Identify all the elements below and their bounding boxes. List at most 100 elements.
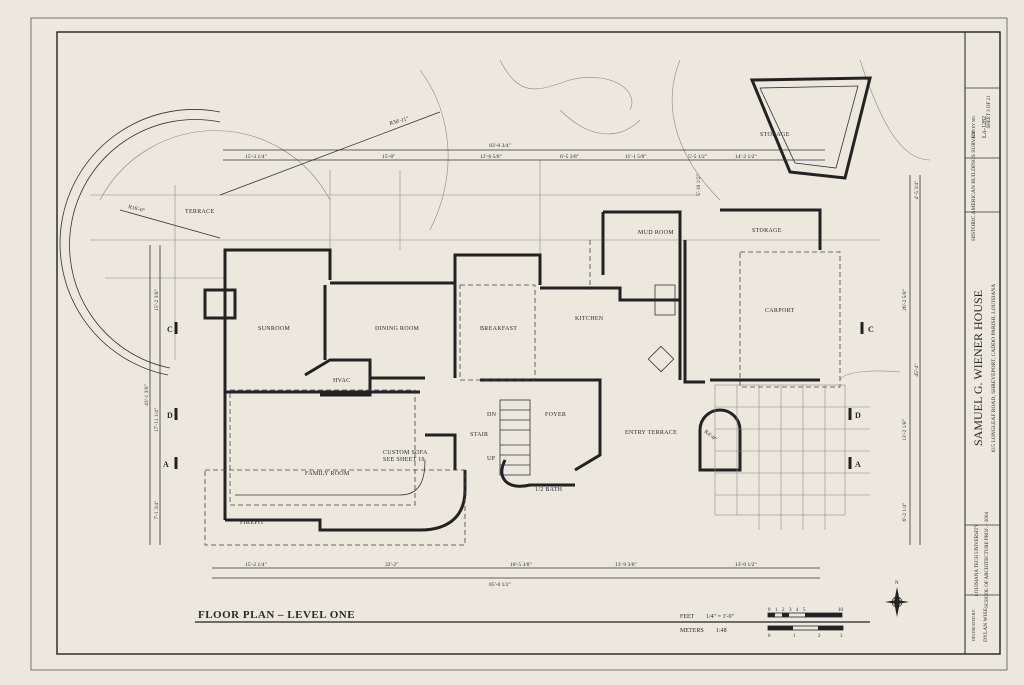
room-label-storage-carport: STORAGE — [752, 228, 782, 234]
mid-dimension: 5'-10 1/2" — [696, 174, 702, 196]
stair-up-label: UP — [487, 456, 496, 462]
top-dimension: 15'-3 1/4" — [245, 154, 267, 160]
kitchen-fixture — [647, 345, 675, 373]
stair — [499, 399, 531, 476]
planter — [698, 408, 742, 472]
meter-tick: 1 — [793, 634, 796, 639]
feet-scale-seg — [805, 613, 842, 617]
section-mark-a-left: A — [163, 460, 169, 469]
kitchen-north-wall — [540, 286, 680, 302]
terrace-curve-outer — [59, 109, 221, 376]
dashed-overheads — [204, 240, 841, 546]
left-dimension: 7'-1 3/4" — [154, 501, 160, 520]
top-dimension: 15'-8" — [382, 154, 395, 160]
room-label-entry-terrace: ENTRY TERRACE — [625, 430, 677, 436]
right-dimension: 4'-5 3/4" — [914, 181, 920, 200]
site-curve — [419, 69, 449, 231]
building-address: 615 LONGLEAF ROAD, SHREVEPORT, CADDO PAR… — [991, 284, 997, 453]
room-label-foyer: FOYER — [545, 412, 566, 418]
bottom-total-dimension: 85'-0 1/2" — [489, 582, 511, 588]
feet-scale-seg — [782, 613, 789, 617]
feet-scale-seg — [768, 613, 775, 617]
family-room-overhead — [229, 389, 416, 506]
titleblock-survey-no: LA-1282 — [982, 116, 988, 138]
section-mark-d-right: D — [855, 411, 861, 420]
room-label-half-bath: 1/2 BATH — [535, 487, 563, 493]
section-mark-a-right: A — [855, 460, 861, 469]
feet-tick: 5 — [803, 608, 806, 613]
right-total-dimension: 45'-4" — [914, 363, 920, 376]
dimension-lines — [119, 111, 921, 579]
drawing-title: FLOOR PLAN – LEVEL ONE — [198, 609, 355, 621]
room-label-kitchen: KITCHEN — [575, 316, 604, 322]
feet-tick: 10 — [838, 608, 844, 613]
room-label-stair: STAIR — [470, 432, 488, 438]
bath-wall — [500, 459, 575, 488]
right-dimension: 13'-2 1/8" — [902, 419, 908, 441]
room-label-sunroom: SUNROOM — [258, 326, 290, 332]
room-label-custom-sofa: CUSTOM SOFA — [383, 450, 428, 456]
meter-scale-seg — [768, 626, 793, 630]
feet-tick: 4 — [796, 608, 799, 613]
carport-overhead — [739, 251, 841, 388]
carport-storage-wall — [720, 208, 822, 250]
room-label-dining-room: DINING ROOM — [375, 326, 419, 332]
titleblock-delineator: DYLAN WISE — [983, 607, 989, 642]
section-mark-d-left: D — [167, 411, 173, 420]
left-dimension: 17'-11 1/4" — [154, 408, 160, 432]
scale-meters-value: 1:48 — [716, 628, 727, 634]
sunroom-wall — [223, 248, 332, 280]
room-label-storage: STORAGE — [760, 132, 790, 138]
meter-tick: 2 — [818, 634, 821, 639]
titleblock: SHEET 3 OF 21 HISTORIC AMERICAN BUILDING… — [971, 95, 997, 642]
mudroom-walls — [603, 210, 682, 380]
site-curve — [559, 109, 641, 135]
radius-line — [119, 209, 221, 239]
north-arrow-ring — [891, 596, 903, 608]
left-dimension: 15'-2 3/8" — [154, 289, 160, 311]
north-arrow-cross — [885, 600, 909, 604]
section-mark-c-right: C — [868, 325, 874, 334]
outer-border — [30, 17, 1008, 671]
section-mark-c-left: C — [167, 325, 173, 334]
scale-block: FEET 1/4" = 1'-0" METERS 1:48 0 1 2 3 4 … — [680, 608, 844, 639]
top-dimension: 6'-5 3/8" — [560, 154, 579, 160]
paving-area — [714, 384, 846, 516]
custom-sofa-outline — [235, 459, 426, 496]
bottom-dimension: 10'-5 3/8" — [510, 562, 532, 568]
titleblock-delineated-by: DELINEATED BY: — [971, 609, 976, 641]
scale-feet-value: 1/4" = 1'-0" — [706, 614, 735, 620]
titleblock-sheet: SHEET 3 OF 21 — [987, 95, 992, 129]
bottom-dimension: 13'-9 3/8" — [615, 562, 637, 568]
top-dimension: 11'-1 5/8" — [625, 154, 647, 160]
bottom-dimension: 13'-0 1/2" — [735, 562, 757, 568]
meter-tick: 0 — [768, 634, 771, 639]
feet-tick: 3 — [789, 608, 792, 613]
titleblock-survey-no-label: SURVEY NO. — [971, 115, 976, 138]
meter-scale-seg — [818, 626, 843, 630]
house-walls — [203, 208, 822, 532]
room-label-see-sheet: SEE SHEET 19 — [383, 457, 425, 463]
site-curve — [671, 59, 721, 201]
feet-tick: 2 — [782, 608, 785, 613]
left-total-dimension: 43'-1 3/8" — [144, 384, 150, 406]
room-label-hvac: HVAC — [333, 378, 350, 384]
terrace-arc — [99, 130, 331, 201]
feet-tick: 0 — [768, 608, 771, 613]
site-lines — [59, 59, 931, 376]
titleblock-school: LOUISIANA TECH UNIVERSITY — [975, 523, 980, 596]
fireplace — [203, 288, 237, 320]
radius-label: R16'-0" — [127, 204, 145, 214]
bottom-dimension: 32'-2" — [385, 562, 398, 568]
paving-grid — [714, 370, 901, 530]
scale-meters-label: METERS — [680, 628, 704, 634]
radius-line — [219, 111, 441, 196]
storage-shed-walls — [749, 76, 872, 180]
scale-feet-label: FEET — [680, 614, 695, 620]
radius-label: R30'-11" — [389, 116, 409, 127]
right-dimension: 26'-2 5/8" — [902, 289, 908, 311]
storage-shed-inner — [759, 85, 859, 169]
right-dimension: 6'-2 1/4" — [902, 503, 908, 522]
north-label: N — [895, 581, 899, 586]
